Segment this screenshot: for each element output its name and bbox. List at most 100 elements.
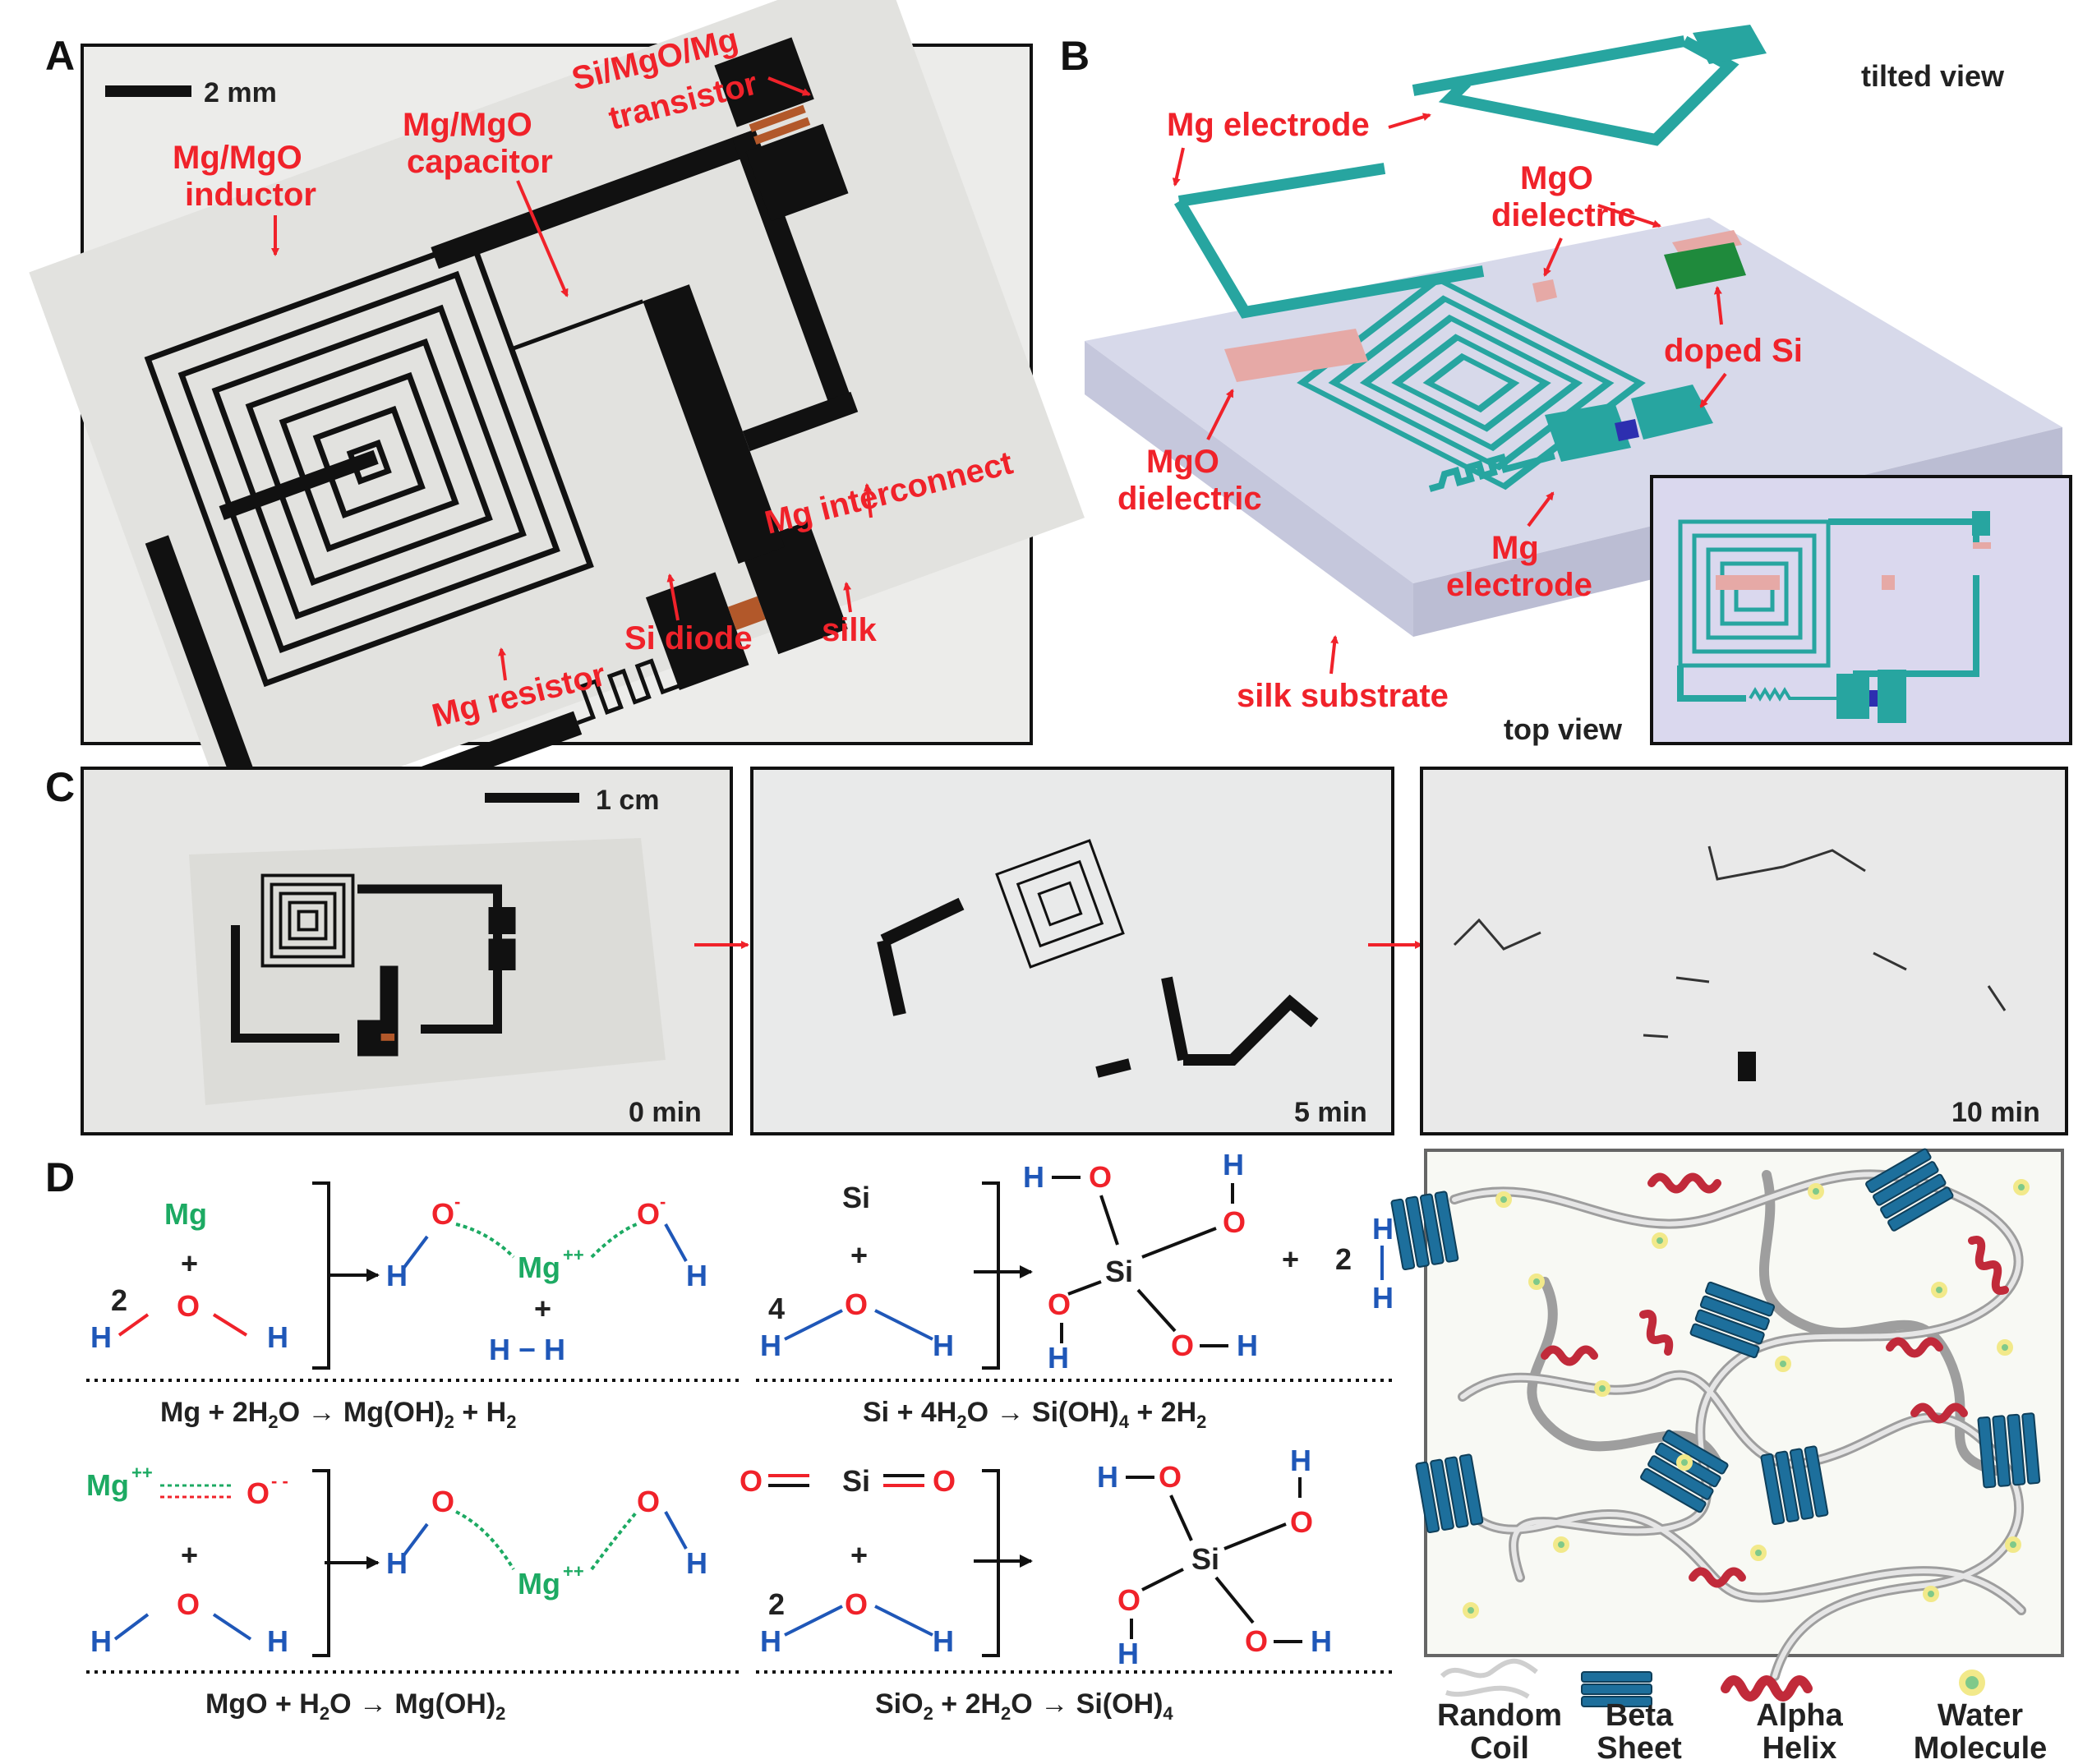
legend-water-molecule-icon <box>1959 1670 1985 1696</box>
mg-electrode-pad <box>1693 25 1767 64</box>
arrow-interconnect <box>864 483 873 518</box>
panel-a: A 2 mm <box>29 0 1085 853</box>
eq3-h-right: H <box>267 1624 288 1658</box>
eq1-plus: + <box>181 1246 198 1280</box>
eq4-o: O <box>845 1587 868 1621</box>
diode-pad-b-right <box>1631 385 1713 440</box>
label-mg-electrode-bottom-2: electrode <box>1446 567 1592 603</box>
dissolved-traces-10min <box>1453 845 2007 1039</box>
eq2-coef: 4 <box>768 1292 785 1325</box>
eq2-h-tr: H <box>1223 1148 1244 1181</box>
scale-bar-a <box>105 85 191 97</box>
eq2-plus: + <box>850 1238 868 1272</box>
diode-pad-left <box>645 572 749 690</box>
arrow-mg-electrode-top-2 <box>1388 113 1431 129</box>
dissolved-fragment <box>1738 1052 1756 1081</box>
label-diode: Si diode <box>624 620 753 656</box>
eq1-hh: H − H <box>489 1333 565 1366</box>
eq4-bracket <box>982 1469 1000 1657</box>
capacitor-plate <box>643 284 786 564</box>
mgo-dielectric-pad-right <box>1672 230 1742 256</box>
top-view-dielectric-left <box>1716 575 1780 590</box>
legend-random-coil-icon <box>1440 1658 1538 1699</box>
eq4-bonds <box>784 1605 933 1637</box>
label-mgo-left-1: MgO <box>1146 444 1219 480</box>
legend-beta-1: Beta <box>1606 1698 1674 1733</box>
mgo-dielectric-pad-center <box>1532 279 1557 302</box>
eq3-o: O <box>247 1476 270 1510</box>
eq2-h-bl: H <box>1048 1341 1069 1375</box>
panel-b-letter: B <box>1060 33 1090 79</box>
device-card-0min <box>189 838 666 1105</box>
eq2-h2-top: H <box>1372 1212 1394 1246</box>
eq3-plus: + <box>181 1538 198 1572</box>
eq1-o3-charge: - <box>660 1191 666 1212</box>
eq3-ionic-bonds <box>455 1510 638 1571</box>
eq4-o-br: O <box>1245 1624 1268 1658</box>
label-tilted-view: tilted view <box>1861 59 2005 93</box>
arrow-diode <box>666 573 680 621</box>
scale-bar-c-label: 1 cm <box>596 785 660 816</box>
eq4-h-br: H <box>1311 1624 1332 1658</box>
legend-alpha-1: Alpha <box>1756 1698 1843 1733</box>
label-mg-electrode-bottom-1: Mg <box>1491 530 1539 566</box>
eq1-bracket <box>312 1181 330 1370</box>
label-mgo-top-1: MgO <box>1520 160 1593 196</box>
eq2-coef2: 2 <box>1335 1242 1352 1276</box>
eq1-o3: O <box>637 1197 660 1231</box>
eq4-coef: 2 <box>768 1587 785 1621</box>
arrow-resistor <box>498 647 507 681</box>
label-doped-si: doped Si <box>1664 333 1803 369</box>
eq1-plus2: + <box>534 1292 551 1325</box>
mg-electrode-right <box>1412 35 1739 146</box>
eq2-si-bonds <box>1052 1176 1234 1347</box>
eq2-si: Si <box>842 1181 870 1214</box>
top-view-dielectric-center <box>1882 575 1895 590</box>
panel-d-letter: D <box>45 1154 75 1200</box>
diode-pad-right <box>739 520 848 655</box>
label-inductor-2: inductor <box>185 177 316 213</box>
top-view-diode-left <box>1836 674 1869 719</box>
eq4-h-tl: H <box>1097 1460 1118 1494</box>
scale-bar-c <box>485 793 579 803</box>
eq3-mg2-charge: ++ <box>563 1561 584 1582</box>
legend-random-2: Coil <box>1470 1731 1529 1764</box>
eq1-o: O <box>177 1289 200 1323</box>
label-capacitor-2: capacitor <box>407 144 553 180</box>
label-capacitor-1: Mg/MgO <box>403 107 532 143</box>
eq3-o-charge: - - <box>271 1471 288 1491</box>
eq2-o-br: O <box>1171 1329 1194 1362</box>
eq1-h-left: H <box>90 1320 112 1354</box>
eq1-h3: H <box>686 1259 707 1292</box>
reaction-3: Mg ++ O - - + H O H H O Mg ++ O H MgO + … <box>86 1462 740 1724</box>
time-0min: 0 min <box>629 1097 702 1128</box>
eq3-oh-bonds <box>401 1511 688 1559</box>
eq3-mg2: Mg <box>518 1567 560 1600</box>
arrow-mgo-top-2 <box>1597 204 1661 228</box>
reaction-1: Mg + 2 H O H H O - Mg ++ O - H + H − H M… <box>86 1181 740 1432</box>
top-view-transistor-dielectric <box>1973 542 1991 549</box>
legend-alpha-helix-icon <box>1721 1675 1813 1702</box>
inductor-bridge <box>219 449 379 521</box>
label-mgo-top-2: dielectric <box>1491 197 1636 233</box>
eq4-h-tr: H <box>1290 1444 1311 1477</box>
label-mgo-left-2: dielectric <box>1117 481 1262 517</box>
eq4-si-bonds <box>1126 1476 1302 1643</box>
label-silk: silk <box>822 612 877 648</box>
eq3-bonds <box>113 1613 252 1641</box>
legend-labels: Random Coil Beta Sheet Alpha Helix Water… <box>1437 1698 2047 1764</box>
legend-water-2: Molecule <box>1914 1731 2048 1764</box>
transistor-channel-2 <box>753 117 811 145</box>
eq3-h2: H <box>386 1546 408 1580</box>
eq1-ionic-bonds <box>455 1223 638 1259</box>
eq2-plus2: + <box>1282 1242 1299 1276</box>
transistor-channel-1 <box>749 104 806 132</box>
eq2-text: Si + 4H2O → Si(OH)4 + 2H2 <box>863 1397 1206 1432</box>
eq1-h2: H <box>386 1259 408 1292</box>
eq4-text: SiO2 + 2H2O → Si(OH)4 <box>875 1688 1173 1724</box>
top-view-transistor-pad <box>1972 511 1990 536</box>
silk-substrate-top <box>1085 218 2062 583</box>
doped-si-block <box>1664 242 1746 289</box>
top-trace <box>431 129 763 269</box>
eq1-o2: O <box>431 1197 454 1231</box>
